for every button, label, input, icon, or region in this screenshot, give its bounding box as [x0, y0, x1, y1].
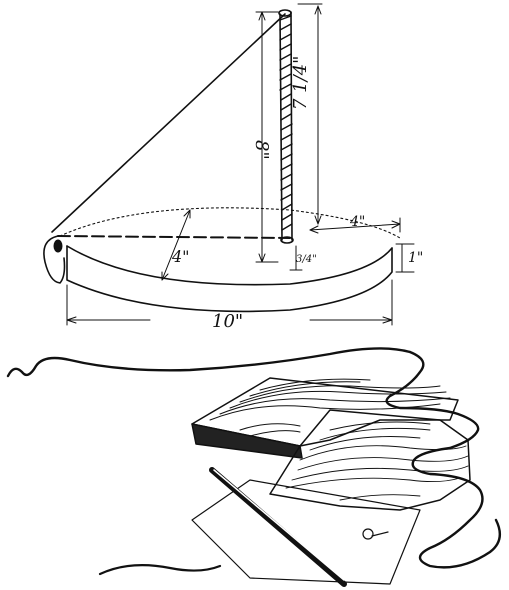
- shaving-sheet: [269, 409, 471, 511]
- sailboat-drawing: [43, 3, 415, 326]
- materials-drawing: [6, 347, 502, 587]
- hull-side: [66, 245, 393, 313]
- dim-thickness-1: [395, 243, 415, 273]
- dim-socket: [289, 245, 303, 271]
- hull-deck-front: [66, 245, 393, 286]
- stern-hole: [53, 239, 63, 253]
- stick-highlight: [213, 469, 345, 581]
- mast-twist: [279, 15, 293, 231]
- dim-rear-4-arrows: [309, 220, 401, 234]
- mast-left-edge: [279, 13, 283, 241]
- paper-ring: [362, 528, 374, 540]
- label-thickness-1: 1": [408, 250, 423, 266]
- dim-length-10-arrows: [66, 316, 393, 324]
- wood-block-front: [191, 423, 303, 459]
- label-length-10: 10": [212, 311, 243, 332]
- label-mast-714: 7 1/4": [290, 56, 311, 110]
- deck-sheet-line: [57, 235, 291, 239]
- stern-hook: [43, 235, 66, 284]
- dim-length-10: [66, 279, 393, 326]
- label-width-4: 4": [171, 247, 190, 266]
- mast-base: [280, 236, 294, 244]
- sail-rope: [51, 13, 286, 233]
- dim-mast-714-arrows: [314, 5, 322, 225]
- dim-width-4: [161, 209, 191, 281]
- dim-mast-714: [297, 3, 323, 225]
- dim-width-4-arrows: [161, 209, 191, 281]
- dim-mast-8-arrows: [258, 11, 266, 263]
- label-rear-4: 4": [349, 214, 365, 230]
- shaving-grain: [285, 421, 469, 501]
- string-bottom: [98, 564, 222, 576]
- paper-mark: [371, 531, 389, 537]
- stick: [209, 467, 347, 587]
- wood-grain: [209, 378, 451, 437]
- hull-deck-back: [59, 207, 401, 239]
- dim-rear-4: [309, 217, 401, 233]
- label-socket: 3/4": [296, 254, 317, 265]
- string-left: [6, 347, 412, 378]
- mast-right-edge: [290, 11, 293, 241]
- string-right: [385, 350, 502, 569]
- paper-sheet: [191, 479, 421, 585]
- label-mast-8: 8": [251, 140, 272, 160]
- mast-top: [278, 9, 292, 17]
- dim-mast-8: [255, 11, 279, 263]
